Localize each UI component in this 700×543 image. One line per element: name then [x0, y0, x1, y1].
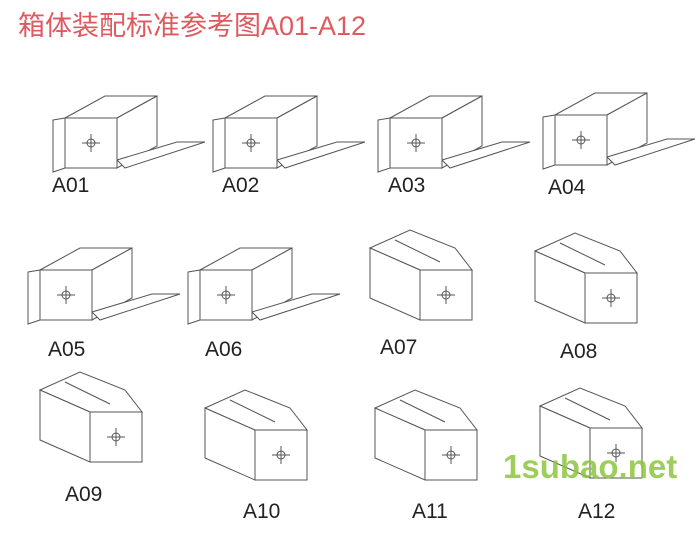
flange: [251, 293, 341, 321]
box-label: A05: [48, 338, 86, 361]
box-label: A11: [412, 500, 448, 523]
box-a01: [52, 95, 206, 173]
flange: [116, 141, 206, 169]
box-a10: [203, 389, 309, 481]
box-label: A08: [560, 340, 598, 363]
flange: [91, 293, 181, 321]
box-a09: [38, 371, 144, 463]
box-a07: [368, 229, 474, 321]
fold-line: [564, 397, 611, 421]
box-a12: [538, 387, 644, 479]
side-flap: [187, 269, 201, 325]
flange: [606, 138, 696, 166]
box-a03: [377, 95, 531, 173]
box-a11: [373, 389, 479, 481]
watermark: 1subao.net: [503, 448, 678, 485]
fold-line: [559, 242, 606, 266]
box-a04: [542, 92, 696, 170]
box-label: A02: [222, 174, 260, 197]
fold-line: [399, 399, 446, 423]
box-a06: [187, 247, 341, 325]
fold-line: [64, 381, 111, 405]
box-label: A01: [52, 174, 90, 197]
side-flap: [212, 117, 226, 173]
box-label: A10: [243, 500, 281, 523]
box-label: A07: [380, 336, 418, 359]
box-label: A12: [578, 500, 616, 523]
side-flap: [27, 269, 41, 325]
page-title: 箱体装配标准参考图A01-A12: [18, 11, 367, 41]
side-flap: [52, 117, 66, 173]
side-flap: [542, 114, 556, 170]
flange: [441, 141, 531, 169]
side-flap: [377, 117, 391, 173]
box-a08: [533, 232, 639, 324]
box-a02: [212, 95, 366, 173]
box-a05: [27, 247, 181, 325]
fold-line: [229, 399, 276, 423]
box-front: [89, 411, 143, 463]
box-label: A03: [388, 174, 426, 197]
box-label: A06: [205, 338, 243, 361]
box-label: A09: [65, 483, 103, 506]
fold-line: [394, 239, 441, 263]
box-label: A04: [548, 176, 586, 199]
flange: [276, 141, 366, 169]
